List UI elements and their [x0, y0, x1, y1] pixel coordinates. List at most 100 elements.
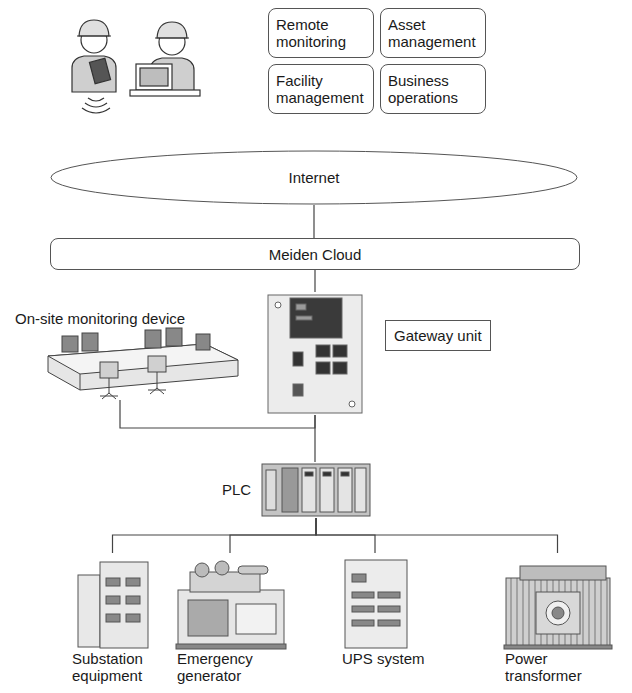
ups-cabinet-part	[352, 574, 366, 582]
ups-cabinet-part	[352, 606, 374, 612]
power-transformer-part	[504, 645, 612, 649]
gateway-device-part	[316, 362, 330, 374]
substation-cabinet-part	[126, 596, 140, 604]
monitoring-console-part	[80, 374, 81, 390]
node-label: Power transformer	[505, 650, 605, 684]
worker-with-tablet-part	[72, 56, 116, 92]
ups-cabinet-part	[378, 620, 400, 626]
power-transformer-part	[546, 601, 570, 625]
substation-cabinet-part	[100, 562, 148, 648]
worker-with-tablet-part	[88, 98, 104, 101]
plc-rack-part	[262, 464, 370, 516]
equipment-node: Emergency generator	[165, 553, 295, 689]
gateway-device-part	[333, 362, 347, 374]
worker-with-tablet-part	[79, 20, 109, 36]
equipment-node: PLC	[262, 462, 370, 518]
plc-rack-part	[338, 468, 352, 512]
plc-rack-part	[282, 468, 298, 512]
substation-cabinet-part	[126, 614, 140, 622]
gateway-device-part	[333, 345, 347, 357]
connector-line	[314, 270, 315, 292]
worker-with-tablet-part	[85, 103, 107, 107]
power-transformer-part	[536, 592, 580, 634]
gateway-device-part	[349, 401, 355, 407]
connector-line	[316, 518, 558, 553]
worker-with-tablet	[72, 20, 116, 113]
connector-line	[313, 205, 314, 238]
substation-cabinet-part	[106, 596, 120, 604]
plc-rack-part	[305, 472, 313, 476]
ellipse-shape	[51, 151, 577, 204]
node-label: On-site monitoring device	[15, 310, 245, 327]
generator-part	[195, 563, 209, 577]
plc-rack-part	[323, 472, 331, 476]
service-box: Business operations	[380, 64, 486, 114]
gateway-device-part	[268, 295, 362, 413]
worker-at-computer-part	[136, 64, 172, 90]
generator-part	[215, 561, 229, 575]
node-text: Remote monitoring	[276, 16, 366, 50]
plc-rack-part	[341, 472, 349, 476]
node-text: Asset management	[388, 16, 478, 50]
equipment-node: On-site monitoring device	[12, 310, 247, 400]
plc-rack-part	[266, 470, 276, 510]
generator-part	[176, 644, 286, 649]
power-transformer	[504, 566, 612, 649]
equipment-node: Power transformer	[495, 553, 620, 689]
monitoring-console-part	[196, 334, 210, 350]
equipment-node: Substation equipment	[60, 553, 165, 689]
gateway-device	[268, 295, 362, 413]
node-label: Gateway unit	[385, 320, 491, 351]
monitoring-console-part	[145, 330, 161, 348]
substation-cabinet-part	[106, 614, 120, 622]
plc-rack-part	[320, 468, 334, 512]
gateway-device-part	[296, 316, 312, 320]
monitoring-console-part	[62, 336, 78, 352]
plc-rack-part	[302, 468, 316, 512]
equipment-node: Gateway unit	[265, 292, 365, 415]
worker-at-computer-part	[130, 90, 200, 96]
monitoring-console	[48, 328, 238, 399]
worker-with-tablet-part	[89, 58, 110, 83]
equipment-node: UPS system	[320, 553, 430, 689]
node-label: UPS system	[342, 650, 442, 667]
connector-line	[120, 400, 315, 428]
cloud-band: Meiden Cloud	[50, 238, 580, 270]
gateway-device-part	[293, 384, 303, 396]
generator	[176, 561, 286, 649]
node-label: Substation equipment	[72, 650, 164, 684]
monitoring-console-part	[82, 333, 98, 351]
generator-part	[238, 566, 268, 574]
generator-part	[188, 600, 228, 636]
service-box: Asset management	[380, 8, 486, 58]
worker-at-computer	[130, 22, 200, 96]
worker-at-computer-part	[157, 22, 187, 38]
worker-with-tablet-part	[82, 108, 110, 113]
ups-cabinet-part	[352, 620, 374, 626]
substation-cabinet	[78, 562, 148, 648]
node-text: Facility management	[276, 72, 366, 106]
ups-cabinet-part	[352, 592, 374, 598]
monitoring-console-part	[100, 393, 118, 399]
gateway-device-part	[293, 352, 303, 366]
ups-cabinet-part	[378, 592, 400, 598]
power-transformer-part	[520, 566, 606, 580]
node-text: Meiden Cloud	[269, 246, 362, 263]
power-transformer-part	[506, 578, 610, 646]
plc-rack	[262, 464, 370, 516]
connector-line	[113, 518, 317, 553]
gateway-device-part	[316, 345, 330, 357]
monitoring-console-part	[109, 378, 110, 393]
monitoring-console-part	[166, 328, 182, 346]
node-label: PLC	[222, 481, 251, 498]
gateway-device-part	[275, 302, 281, 308]
ups-cabinet	[345, 560, 407, 648]
service-box: Remote monitoring	[268, 8, 374, 58]
node-label: Emergency generator	[177, 650, 277, 684]
power-transformer-part	[552, 607, 564, 619]
plc-rack-part	[355, 468, 366, 512]
ups-cabinet-part	[345, 560, 407, 648]
generator-part	[178, 590, 284, 646]
monitoring-console-part	[157, 372, 158, 388]
